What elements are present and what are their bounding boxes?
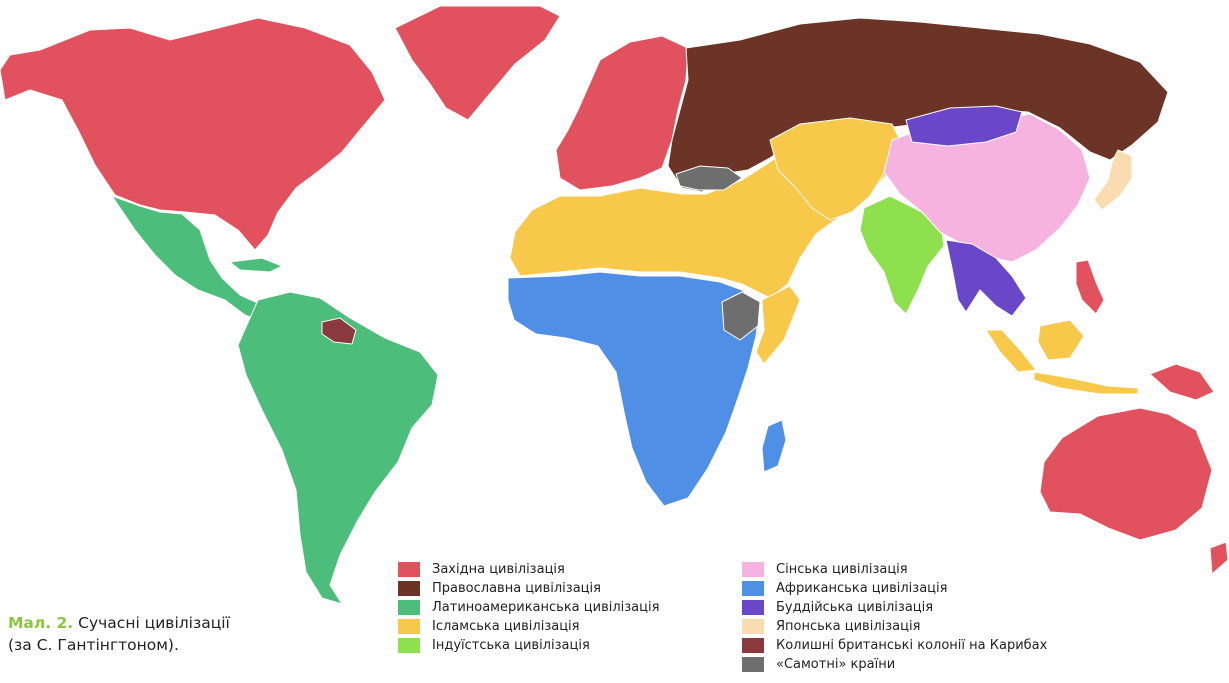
region-turkey — [675, 165, 743, 191]
legend-column-2: Сінська цивілізація Африканська цивіліза… — [742, 560, 1047, 674]
legend-label: Африканська цивілізація — [776, 581, 948, 596]
caption-line1: Сучасні цивілізації — [78, 614, 230, 632]
legend-label: Колишні британські колонії на Карибах — [776, 638, 1048, 653]
legend-swatch — [742, 600, 764, 615]
legend-label: Буддійська цивілізація — [776, 600, 934, 615]
region-borneo — [1037, 319, 1085, 361]
region-north-america — [0, 17, 386, 251]
legend-label: Західна цивілізація — [432, 562, 565, 577]
region-greenland — [394, 5, 561, 121]
legend-item: «Самотні» країни — [742, 655, 1047, 674]
legend-column-1: Західна цивілізація Православна цивіліза… — [398, 560, 659, 655]
region-japan — [1093, 149, 1133, 211]
legend-swatch — [742, 562, 764, 577]
region-new-guinea — [1149, 363, 1215, 401]
caption-lead: Мал. 2. — [8, 614, 74, 632]
legend-item: Індуїстська цивілізація — [398, 636, 659, 655]
region-new-zealand — [1209, 541, 1229, 575]
region-mongolia — [905, 105, 1023, 147]
region-sub-saharan-africa — [507, 271, 761, 507]
region-western-europe — [555, 35, 689, 191]
map-caption: Мал. 2. Сучасні цивілізації (за С. Ганті… — [8, 612, 308, 656]
region-madagascar — [761, 419, 787, 473]
legend-swatch — [742, 581, 764, 596]
region-australia — [1039, 407, 1213, 541]
legend-label: Індуїстська цивілізація — [432, 638, 590, 653]
region-ethiopia — [721, 291, 761, 341]
region-java — [1033, 371, 1139, 395]
legend-label: Японська цивілізація — [776, 619, 921, 634]
legend-item: Ісламська цивілізація — [398, 617, 659, 636]
legend-label: Православна цивілізація — [432, 581, 601, 596]
legend-label: «Самотні» країни — [776, 657, 896, 672]
region-caribbean-islands — [229, 257, 283, 273]
region-south-america — [237, 291, 439, 605]
legend-item: Православна цивілізація — [398, 579, 659, 598]
legend-item: Японська цивілізація — [742, 617, 1047, 636]
region-somalia — [755, 285, 801, 365]
legend-item: Колишні британські колонії на Карибах — [742, 636, 1047, 655]
region-indonesia — [985, 329, 1037, 373]
region-central-asia — [769, 117, 901, 221]
legend-swatch — [398, 581, 420, 596]
legend-item: Африканська цивілізація — [742, 579, 1047, 598]
legend-label: Сінська цивілізація — [776, 562, 908, 577]
legend-swatch — [398, 600, 420, 615]
caption-line2: (за С. Гантінгтоном). — [8, 636, 179, 654]
region-guianas — [321, 317, 357, 345]
legend-swatch — [398, 562, 420, 577]
legend-swatch — [742, 619, 764, 634]
region-southeast-asia — [945, 239, 1027, 317]
legend-swatch — [742, 657, 764, 672]
region-philippines — [1075, 259, 1105, 315]
legend-item: Сінська цивілізація — [742, 560, 1047, 579]
legend-swatch — [398, 638, 420, 653]
legend-item: Західна цивілізація — [398, 560, 659, 579]
legend-item: Латиноамериканська цивілізація — [398, 598, 659, 617]
legend-swatch — [742, 638, 764, 653]
legend-label: Латиноамериканська цивілізація — [432, 600, 660, 615]
legend-label: Ісламська цивілізація — [432, 619, 580, 634]
legend-item: Буддійська цивілізація — [742, 598, 1047, 617]
legend-swatch — [398, 619, 420, 634]
